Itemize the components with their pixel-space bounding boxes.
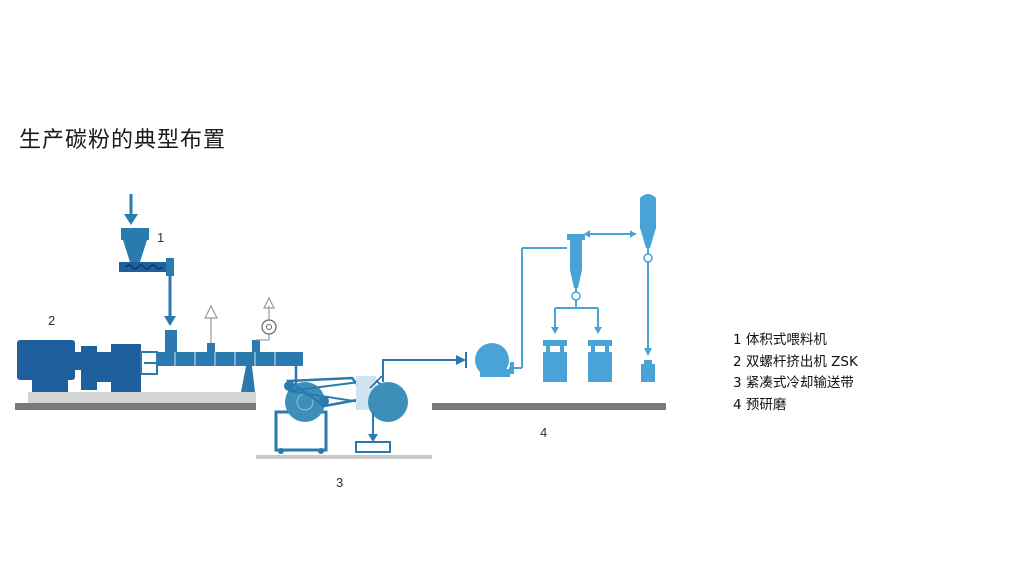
floor-cooling [256,455,432,459]
pregrind-unit [465,194,656,382]
legend-item-pregrind: 4 预研磨 [733,396,787,413]
floor-pregrind [432,403,666,410]
label-extruder-number: 2 [48,313,56,328]
legend-item-extruder: 2 双螺杆挤出机 ZSK [733,353,858,370]
legend: 1 体积式喂料机 2 双螺杆挤出机 ZSK 3 紧凑式冷却输送带 4 预研磨 [733,330,858,416]
label-pregrind-number: 4 [540,425,548,440]
vent-open-icon [204,304,218,343]
legend-item-cooling-belt: 3 紧凑式冷却输送带 [733,375,854,391]
legend-item-feeder: 1 体积式喂料机 [733,332,827,348]
floor-extruder [15,392,256,410]
label-feeder-number: 1 [157,230,165,245]
volumetric-feeder [119,194,176,326]
label-cooling-number: 3 [336,475,344,490]
compact-cooling-belt [274,355,466,454]
diagram-title: 生产碳粉的典型布置 [19,128,227,153]
vacuum-vent-icon [256,296,277,341]
